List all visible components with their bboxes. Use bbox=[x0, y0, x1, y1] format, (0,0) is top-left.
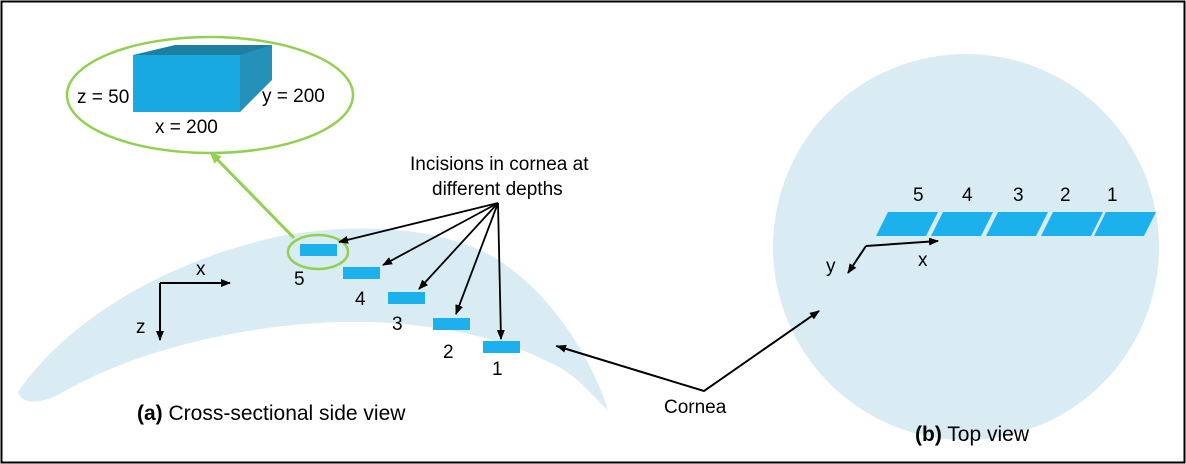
side-incision-1 bbox=[483, 341, 520, 353]
cornea-label: Cornea bbox=[664, 397, 727, 418]
incision-callout-line-2: different depths bbox=[432, 179, 563, 200]
callout-arrow-5 bbox=[338, 202, 499, 244]
side-incision-4 bbox=[343, 267, 380, 279]
zoom-arrow bbox=[209, 151, 296, 240]
top-axis-x-arrow bbox=[865, 237, 939, 247]
top-axis-y-label: y bbox=[826, 256, 836, 277]
side-depth-label-1: 1 bbox=[492, 359, 503, 380]
callout-arrow-1 bbox=[496, 202, 505, 340]
box-front bbox=[133, 55, 240, 112]
callout-arrow-2 bbox=[455, 202, 499, 315]
top-incision-label-4: 4 bbox=[962, 185, 973, 206]
top-axis-y-arrow bbox=[847, 245, 867, 274]
side-incision-2 bbox=[433, 318, 470, 330]
callout-arrow-3 bbox=[418, 202, 499, 290]
side-view-caption: (a) Cross-sectional side view bbox=[137, 402, 406, 425]
top-incision-label-1: 1 bbox=[1107, 185, 1118, 206]
cornea-arrow-right bbox=[703, 310, 820, 392]
inset-z-label: z = 50 bbox=[77, 87, 129, 108]
top-view-caption-text: Top view bbox=[942, 423, 1030, 446]
top-incision-3 bbox=[986, 212, 1048, 236]
side-depth-label-3: 3 bbox=[392, 314, 403, 335]
side-incision-3 bbox=[388, 292, 425, 304]
top-view-caption: (b) Top view bbox=[915, 423, 1030, 446]
incision-5-highlight bbox=[286, 233, 350, 271]
top-incision-label-3: 3 bbox=[1013, 185, 1024, 206]
side-axis-x-label: x bbox=[196, 259, 206, 280]
box-right-side bbox=[240, 45, 272, 112]
side-depth-label-4: 4 bbox=[355, 289, 366, 310]
box-top bbox=[133, 45, 272, 55]
callout-arrows bbox=[338, 202, 505, 340]
top-view-axes bbox=[847, 237, 939, 274]
side-depth-label-2: 2 bbox=[443, 342, 454, 363]
top-axis-x-label: x bbox=[918, 250, 928, 271]
side-incision-5 bbox=[300, 244, 337, 256]
side-depth-label-5: 5 bbox=[294, 269, 305, 290]
incision-callout-line-1: Incisions in cornea at bbox=[410, 154, 589, 175]
callout-arrow-4 bbox=[382, 202, 499, 266]
cornea-arrow-left bbox=[556, 344, 705, 392]
cornea-cross-section bbox=[18, 228, 608, 410]
top-incision-4 bbox=[931, 212, 993, 236]
top-incision-label-2: 2 bbox=[1060, 185, 1071, 206]
top-incision-2 bbox=[1041, 212, 1103, 236]
top-view-caption-prefix: (b) bbox=[915, 423, 942, 446]
side-view-axes bbox=[156, 279, 231, 341]
top-incision-5 bbox=[876, 212, 938, 236]
inset-x-label: x = 200 bbox=[155, 117, 218, 138]
inset-y-label: y = 200 bbox=[262, 86, 325, 107]
top-incision-label-5: 5 bbox=[913, 185, 924, 206]
side-axis-z-label: z bbox=[136, 317, 146, 338]
side-view-caption-text: Cross-sectional side view bbox=[163, 402, 407, 425]
top-incision-1 bbox=[1094, 212, 1156, 236]
top-view-cornea bbox=[773, 54, 1159, 440]
side-view-caption-prefix: (a) bbox=[137, 402, 163, 425]
